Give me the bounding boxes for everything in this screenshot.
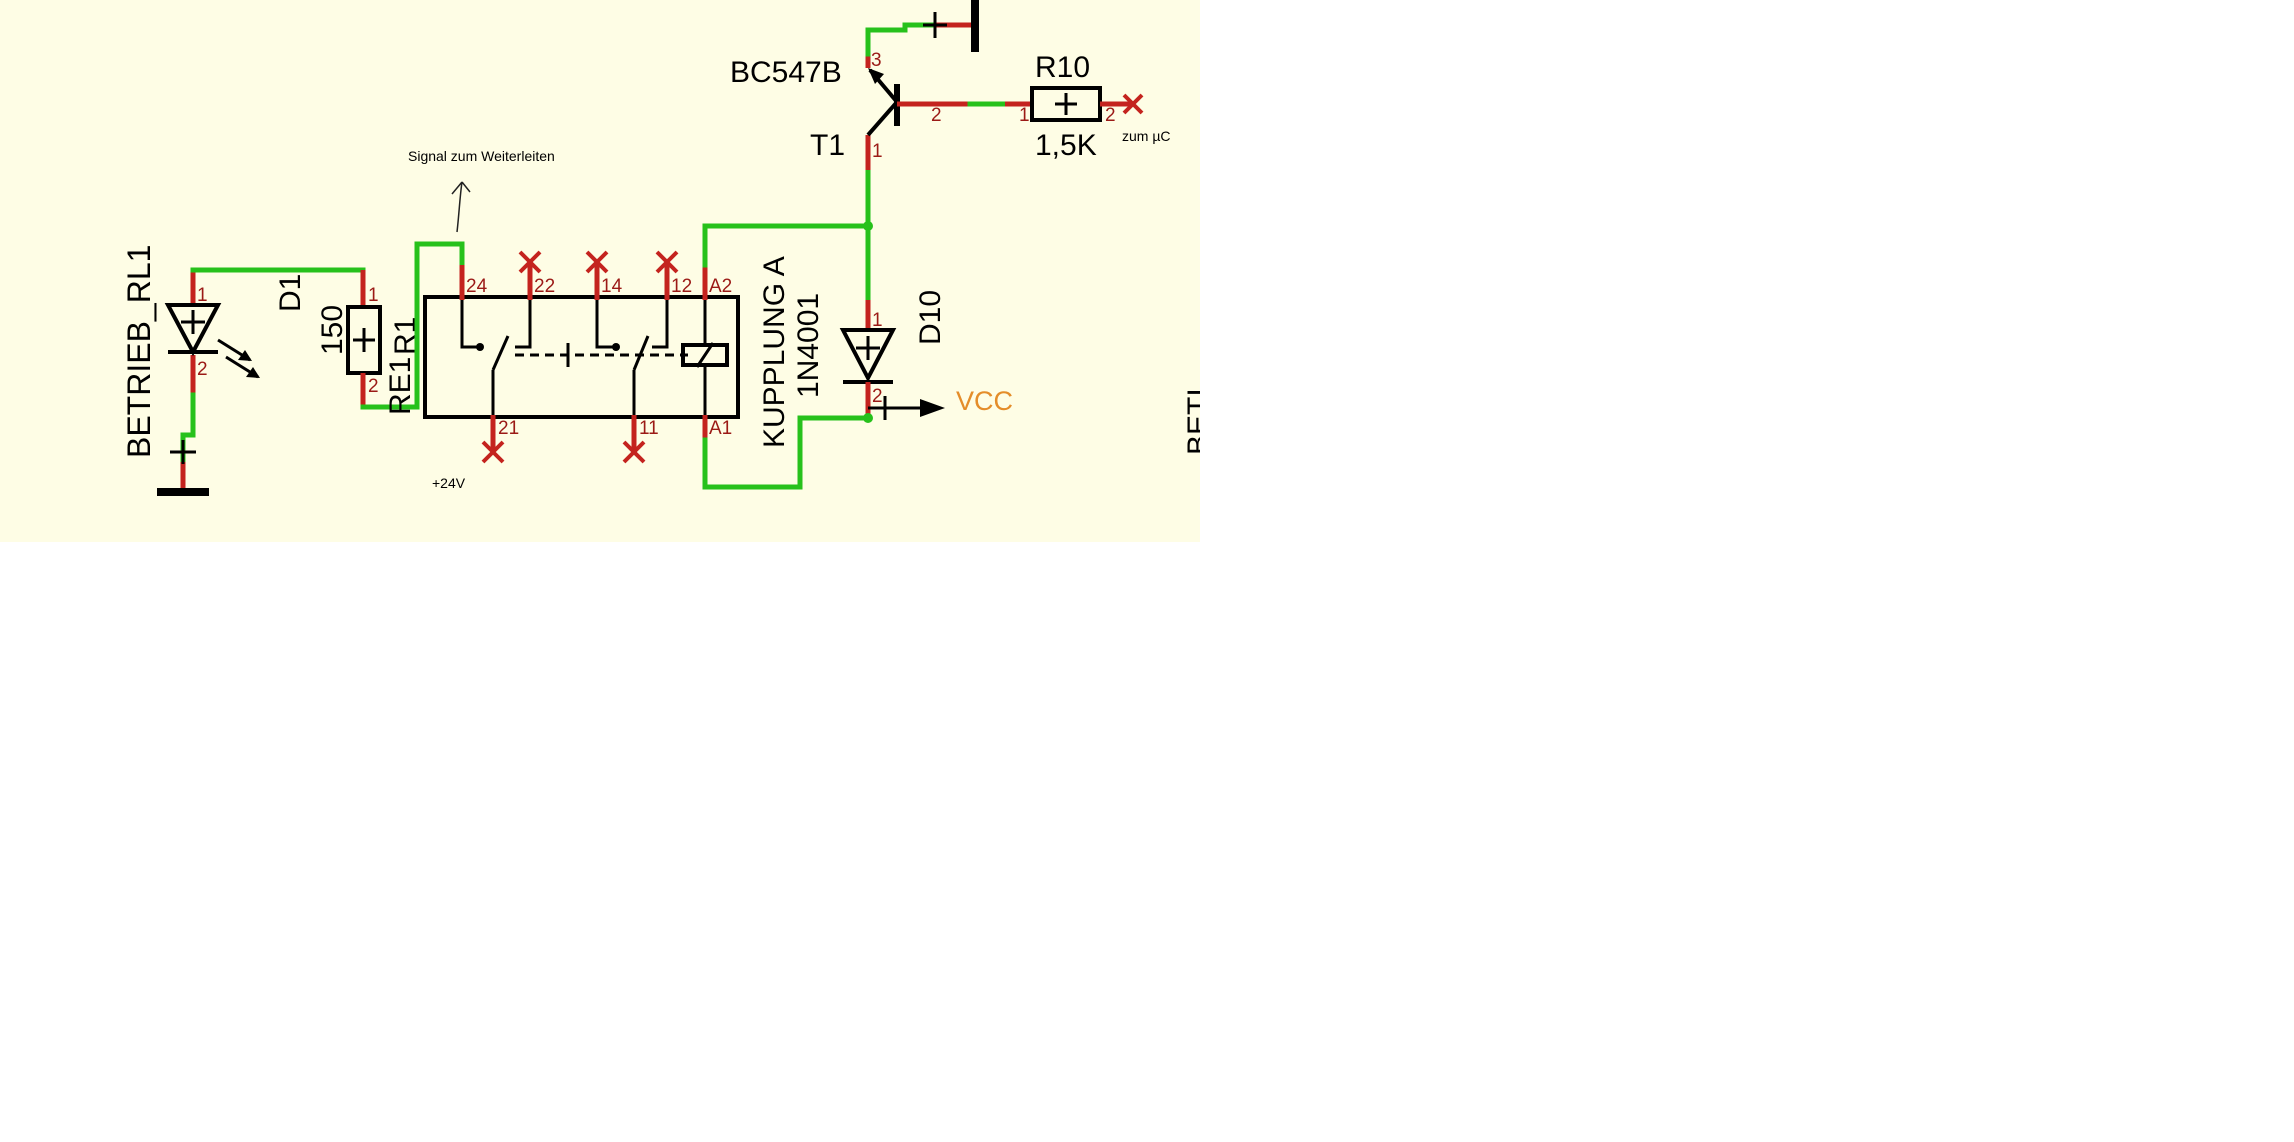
vcc-port: VCC — [868, 386, 1013, 420]
r10-pin1: 1 — [1019, 105, 1030, 126]
t1-part: BC547B — [730, 56, 842, 89]
handdrawn-arrow — [451, 181, 471, 233]
note-mcu: zum µC — [1122, 128, 1171, 144]
diode-d10: 1 2 D10 1N4001 KUPPLUNG A — [758, 167, 947, 448]
resistor-r10: 1 2 R10 1,5K — [1005, 51, 1144, 162]
note-signal: Signal zum Weiterleiten — [408, 148, 555, 164]
led-d1: 1 2 BETRIEB_RL1 D1 — [121, 245, 307, 458]
led-pin2: 2 — [197, 359, 208, 380]
t1-pin3: 3 — [871, 50, 882, 71]
schematic-canvas: 1 2 BETRIEB_RL1 D1 1 2 150 R1 — [121, 0, 1200, 496]
r10-value: 1,5K — [1035, 129, 1097, 162]
cut-off-label: BETI — [1182, 388, 1200, 455]
transistor-t1: 3 1 2 BC547B T1 — [730, 22, 1008, 170]
r10-ref: R10 — [1035, 51, 1090, 84]
note-supply: +24V — [432, 475, 466, 491]
relay-pin-22: 22 — [534, 276, 555, 297]
wire-r1-relay — [387, 241, 465, 410]
relay-re1: 24 22 14 12 A2 21 11 A1 RE1 — [384, 250, 740, 464]
led-pin1: 1 — [197, 285, 208, 306]
relay-name: RE1 — [384, 357, 417, 415]
t1-pin1: 1 — [872, 141, 883, 162]
d10-pin1: 1 — [872, 310, 883, 331]
t1-ref: T1 — [810, 129, 845, 162]
r10-pin2: 2 — [1105, 105, 1116, 126]
wire-a1-junction — [702, 415, 871, 490]
d10-name: KUPPLUNG A — [758, 256, 791, 448]
d10-ref: D10 — [914, 290, 947, 345]
led-name: BETRIEB_RL1 — [121, 245, 157, 458]
junction-dot-bottom — [863, 413, 873, 423]
led-ref: D1 — [274, 274, 307, 312]
relay-pin-14: 14 — [601, 276, 623, 297]
relay-pin-11: 11 — [639, 418, 659, 439]
r1-pin1: 1 — [368, 285, 379, 306]
resistor-r1: 1 2 150 R1 — [190, 267, 422, 410]
schematic-sheet: 1 2 BETRIEB_RL1 D1 1 2 150 R1 — [0, 0, 1200, 542]
d10-pin2: 2 — [872, 386, 883, 407]
relay-pin-a1: A1 — [709, 418, 732, 439]
vcc-label: VCC — [956, 386, 1013, 416]
no-connect-markers — [481, 250, 679, 464]
t1-pin2: 2 — [931, 105, 942, 126]
junction-dot-top — [863, 221, 873, 231]
r1-pin2: 2 — [368, 376, 379, 397]
relay-pin-24: 24 — [466, 276, 488, 297]
ground-symbol-led — [157, 392, 209, 496]
wire-a2-junction — [702, 223, 871, 268]
ground-symbol-top — [923, 0, 979, 52]
relay-pin-12: 12 — [671, 276, 692, 297]
relay-pin-21: 21 — [498, 418, 519, 439]
relay-pin-a2: A2 — [709, 276, 732, 297]
r1-value: 150 — [316, 305, 349, 355]
d10-part: 1N4001 — [792, 293, 825, 398]
